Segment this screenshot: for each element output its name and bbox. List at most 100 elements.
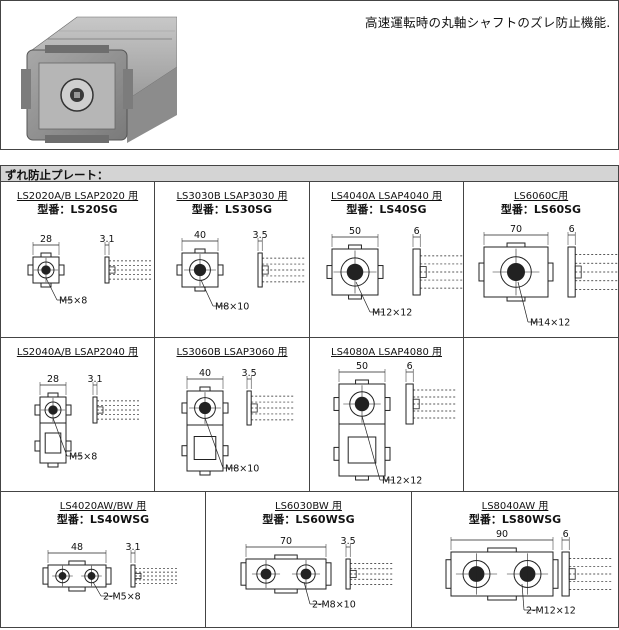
screw-spec: 2-M5×8 [103, 592, 141, 603]
screw-spec: 2-M12×12 [526, 606, 576, 617]
hero-caption: 高速運転時の丸軸シャフトのズレ防止機能. [365, 15, 611, 30]
compatible-series: LS3060B LSAP3060 用 [176, 347, 288, 358]
plate-side-view [561, 551, 614, 597]
screw-spec: M14×12 [530, 318, 570, 329]
model-number: 型番：LS40SG [346, 203, 427, 216]
plate-drawing: 40 3.5M8×10 [181, 368, 296, 476]
plate-drawing: 28 3.1M5×8 [27, 234, 153, 307]
dimension-label: 3.5 [253, 230, 268, 241]
plate-drawing: 28 3.1M5×8 [34, 374, 141, 468]
compatible-series: LS4080A LSAP4080 用 [331, 347, 442, 358]
plate-front-view [445, 547, 559, 601]
leader-line [355, 281, 371, 313]
profile-extension [333, 423, 391, 481]
plate-side-view [92, 396, 141, 424]
leader-line [361, 415, 381, 481]
section-title: ずれ防止プレート： [5, 168, 109, 182]
plate-front-view [176, 248, 224, 292]
dimension-label: 90 [496, 529, 508, 540]
plate-side-view [412, 248, 463, 296]
plate-drawing: 70 3.5 2-M8×10 [240, 536, 395, 611]
plate-front-view [478, 242, 554, 302]
dimension-label: 6 [563, 529, 569, 540]
product-cell: LS4020AW/BW 用 型番：LS40WSG 48 3.1 2-M5×8 [0, 492, 206, 628]
plate-side-view [104, 256, 153, 284]
plate-front-view [240, 554, 332, 594]
leader-line [204, 417, 224, 469]
dimension-label: 70 [280, 536, 292, 547]
plate-drawing: 40 3.5M8×10 [176, 230, 307, 313]
leader-line [45, 277, 58, 301]
plate-side-view [257, 252, 307, 288]
plate-side-view [246, 390, 296, 426]
screw-spec: M5×8 [69, 452, 97, 463]
dimension-label: 50 [356, 361, 368, 372]
dimension-label: 3.1 [125, 542, 140, 553]
plate-front-view [333, 379, 391, 425]
plate-front-view [34, 392, 72, 424]
dimension-label: 40 [199, 368, 211, 379]
model-number: 型番：LS40WSG [56, 513, 150, 526]
plate-side-view [405, 383, 458, 425]
model-number: 型番：LS30SG [191, 203, 273, 216]
compatible-series: LS2040A/B LSAP2040 用 [16, 347, 139, 358]
dimension-label: 3.1 [99, 234, 114, 245]
compatible-series: LS3030B LSAP3030 用 [176, 191, 288, 202]
compatible-series: LS6060C用 [513, 191, 569, 202]
compatible-series: LS4040A LSAP4040 用 [331, 191, 442, 202]
screw-spec: M5×8 [59, 296, 87, 307]
plate-side-view [345, 558, 395, 590]
compatible-series: LS2020A/B LSAP2020 用 [16, 191, 139, 202]
profile-extension [34, 422, 72, 468]
plate-front-view [326, 244, 384, 300]
dimension-label: 6 [414, 226, 420, 237]
leader-line [200, 279, 214, 307]
empty-cell [464, 338, 619, 492]
screw-spec: M8×10 [225, 464, 259, 475]
dimension-label: 3.5 [341, 536, 356, 547]
dimension-label: 6 [407, 361, 413, 372]
compatible-series: LS4020AW/BW 用 [59, 501, 147, 512]
dimension-label: 6 [569, 224, 575, 235]
product-photo [21, 16, 177, 143]
leader-line [517, 281, 529, 323]
dimension-label: 28 [47, 374, 59, 385]
screw-spec: M8×10 [215, 302, 249, 313]
plate-drawing: 48 3.1 2-M5×8 [42, 542, 179, 603]
screw-spec: 2-M8×10 [312, 600, 356, 611]
model-number: 型番：LS80WSG [468, 513, 562, 526]
hero-panel: 高速運転時の丸軸シャフトのズレ防止機能. [0, 0, 619, 150]
screw-spec: M12×12 [382, 476, 422, 487]
dimension-label: 3.5 [242, 368, 257, 379]
plate-side-view [567, 246, 618, 298]
leader-line [521, 583, 525, 611]
dimension-label: 3.1 [87, 374, 102, 385]
plate-front-view [181, 386, 229, 426]
leader-line [92, 581, 102, 597]
compatible-series: LS6030BW 用 [275, 501, 342, 512]
dimension-label: 28 [40, 234, 52, 245]
plate-side-view [130, 564, 179, 588]
model-number: 型番：LS60SG [500, 203, 582, 216]
dimension-label: 70 [510, 224, 522, 235]
dimension-label: 40 [194, 230, 206, 241]
dimension-label: 48 [71, 542, 83, 553]
section-header: ずれ防止プレート： [0, 165, 619, 182]
profile-extension [181, 424, 229, 476]
leader-line [303, 581, 311, 605]
leader-line [52, 417, 68, 457]
plate-front-view [42, 560, 112, 592]
plate-drawing: 90 6 2-M12×12 [445, 529, 614, 617]
